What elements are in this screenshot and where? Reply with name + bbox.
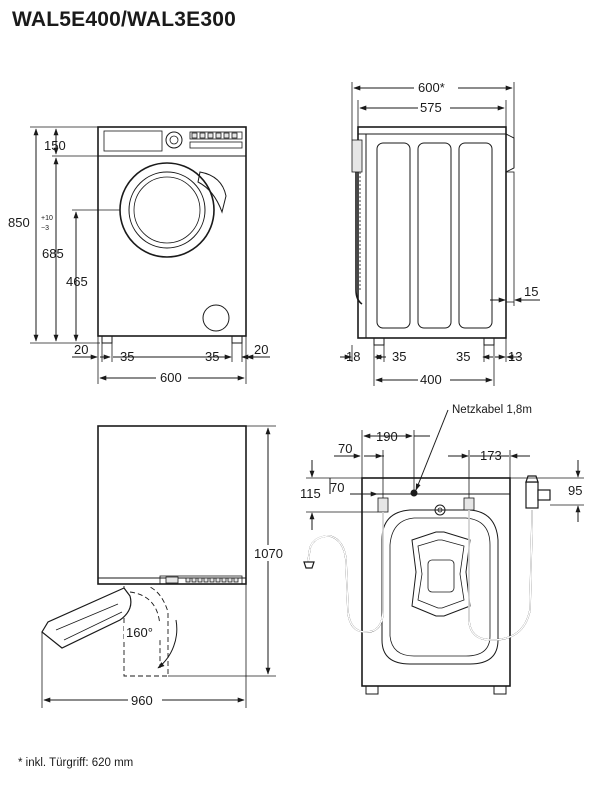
rear-foot-right [493, 685, 507, 695]
side-panel-1 [376, 142, 411, 329]
inlet-hose [468, 510, 533, 641]
service-flap [202, 304, 230, 332]
program-knob [165, 131, 183, 149]
detergent-drawer [103, 130, 163, 152]
side-back-profile [505, 133, 515, 173]
dim-foot-outer-right: 20 [254, 342, 268, 357]
dim-rear-hose-inner: 70 [330, 480, 344, 495]
side-door-profile [351, 139, 363, 173]
dim-front-width: 600 [160, 370, 182, 385]
dim-rear-top-left-height: 115 [300, 486, 321, 501]
door-glass [128, 171, 206, 249]
rear-cross-shape [411, 531, 471, 617]
front-view: 150 850 +10 −3 685 465 20 35 35 20 600 [8, 126, 270, 385]
dim-rear-inlet-offset: 173 [480, 448, 502, 463]
side-foot-back [483, 337, 495, 346]
inlet-connector [463, 497, 475, 511]
dim-side-foot-inner-front: 35 [392, 349, 406, 364]
dim-foot-outer-left: 20 [74, 342, 88, 357]
rear-foot-left [365, 685, 379, 695]
front-foot-right [231, 335, 243, 344]
dim-side-foot-spacing: 400 [420, 372, 442, 387]
top-door-closed [123, 585, 169, 677]
rear-bolt [434, 504, 446, 516]
top-door-angle-arc [157, 619, 178, 669]
dim-total-height: 850 [8, 215, 30, 230]
dim-rear-hose-offset: 70 [338, 441, 352, 456]
side-panel-3 [458, 142, 493, 329]
dim-height-tol-minus: −3 [41, 225, 49, 232]
dim-side-foot-inner-back: 35 [456, 349, 470, 364]
side-body-outline [357, 126, 507, 339]
drain-hose [307, 512, 384, 633]
front-foot-left [101, 335, 113, 344]
page-title: WAL5E400/WAL3E300 [12, 8, 236, 31]
top-view: 160° 1070 960 [41, 425, 292, 708]
top-door-open [41, 587, 132, 649]
rear-view: Netzkabel 1,8m 190 70 173 115 70 [300, 404, 584, 695]
footnote: * inkl. Türgriff: 620 mm [18, 757, 134, 769]
dim-side-width-handle: 600* [418, 80, 445, 95]
dim-door-angle: 160° [126, 625, 153, 640]
power-cable-point [410, 489, 418, 497]
front-body-outline [97, 126, 247, 337]
dim-open-width: 960 [131, 693, 153, 708]
door-handle [197, 171, 227, 214]
dim-side-foot-front: 18 [346, 349, 360, 364]
side-view: 600* 575 15 18 35 35 13 400 [340, 80, 540, 387]
power-cable-label: Netzkabel 1,8m [452, 404, 532, 416]
dim-side-width-body: 575 [420, 100, 442, 115]
power-cable-leader [415, 409, 449, 491]
dim-door-top: 685 [42, 246, 64, 261]
side-hose [355, 172, 363, 305]
dim-rear-cable-offset: 190 [376, 429, 398, 444]
dim-height-tol-plus: +10 [41, 215, 53, 222]
drain-hose-connector [377, 497, 389, 513]
dim-door-center: 465 [66, 274, 88, 289]
dim-rear-right-height: 95 [568, 483, 582, 498]
rear-panel [381, 509, 499, 665]
side-foot-front [373, 337, 385, 346]
dim-side-back-offset: 15 [524, 284, 538, 299]
dim-foot-inner-left: 35 [120, 349, 134, 364]
top-control-strip [159, 575, 243, 585]
top-body-outline [97, 425, 247, 585]
dim-side-foot-back: 13 [508, 349, 522, 364]
inlet-valve [525, 481, 539, 509]
rear-body-outline [361, 477, 511, 687]
control-display [189, 131, 243, 140]
dim-foot-inner-right: 35 [205, 349, 219, 364]
side-panel-2 [417, 142, 452, 329]
dim-top-panel: 150 [44, 138, 66, 153]
dim-open-depth: 1070 [254, 546, 283, 561]
